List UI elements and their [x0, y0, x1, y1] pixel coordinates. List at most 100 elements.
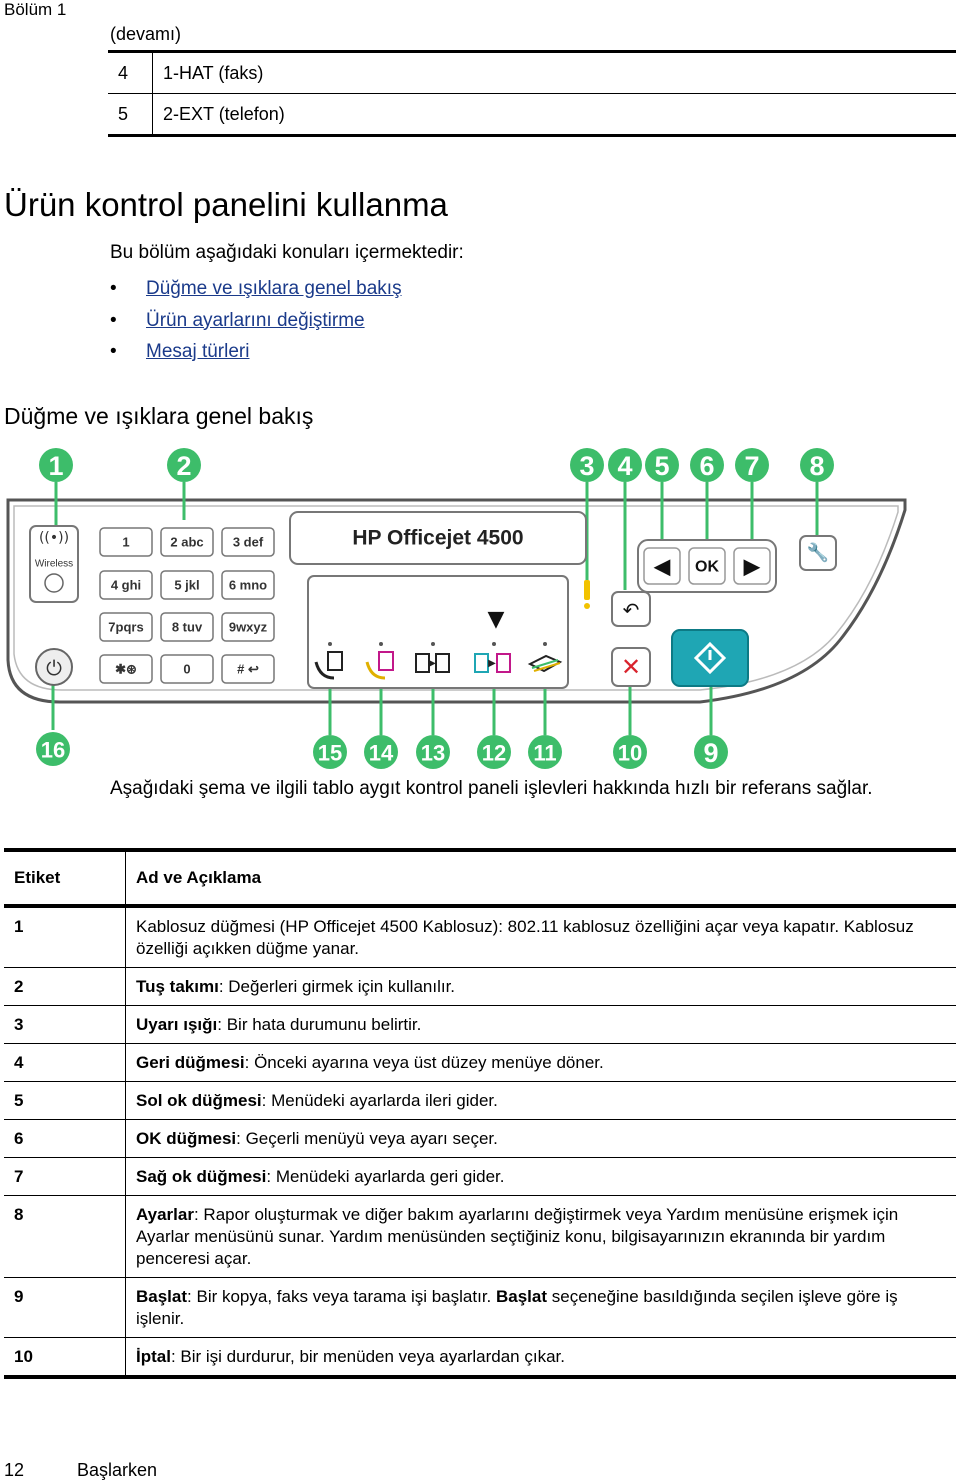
- wireless-icon: ((•)): [39, 530, 69, 546]
- callout-16: [36, 732, 70, 766]
- row-text: : Rapor oluşturmak ve diğer bakım ayarla…: [136, 1205, 899, 1268]
- callout-13: [416, 735, 450, 769]
- key-3[interactable]: [221, 527, 275, 557]
- intro-text: Bu bölüm aşağıdaki konuları içermektedir…: [110, 242, 464, 263]
- callout-14: [364, 735, 398, 769]
- row-text: : Menüdeki ayarlarda geri gider.: [266, 1167, 505, 1186]
- key-7[interactable]: [99, 612, 153, 642]
- product-name-plate: [289, 511, 587, 565]
- connector-table: 4 1-HAT (faks) 5 2-EXT (telefon): [108, 50, 956, 137]
- key-1[interactable]: [99, 527, 153, 557]
- triangle-down-icon: ▼: [488, 607, 505, 632]
- section-title: Ürün kontrol panelini kullanma: [4, 186, 448, 223]
- color-fax-mode-icon[interactable]: [365, 651, 394, 680]
- subsection-title: Düğme ve ışıklara genel bakış: [4, 403, 314, 429]
- key-9[interactable]: [221, 612, 275, 642]
- cancel-x-icon: ✕: [621, 653, 641, 681]
- row-label: 6: [4, 1119, 126, 1158]
- back-button[interactable]: [611, 591, 651, 627]
- footer-chapter-label: Başlarken: [77, 1460, 158, 1480]
- attention-light: [584, 580, 590, 600]
- key-2[interactable]: [160, 527, 214, 557]
- power-button[interactable]: [35, 648, 73, 686]
- settings-button[interactable]: [799, 535, 837, 571]
- row-label: 9: [4, 1277, 126, 1338]
- wireless-led: [44, 573, 64, 593]
- callout-label: 6: [699, 451, 714, 481]
- power-icon: ⏻: [46, 656, 62, 680]
- right-arrow-button[interactable]: [733, 547, 771, 585]
- callout-label: 15: [318, 741, 342, 766]
- table-row: 3 Uyarı ışığı: Bir hata durumunu belirti…: [4, 1005, 957, 1044]
- row-number: 5: [108, 93, 153, 136]
- row-description: Sol ok düğmesi: Menüdeki ayarlarda ileri…: [126, 1082, 957, 1120]
- page-number: 12: [4, 1460, 25, 1480]
- callout-11: [528, 735, 562, 769]
- left-arrow-button[interactable]: [643, 547, 681, 585]
- toc-link-settings[interactable]: Ürün ayarlarını değiştirme: [146, 309, 365, 331]
- svg-text:▶: ▶: [428, 658, 436, 669]
- mode-indicator-dots: [328, 642, 547, 646]
- table-row: 4 1-HAT (faks): [108, 51, 956, 94]
- table-row: 4 Geri düğmesi: Önceki ayarına veya üst …: [4, 1043, 957, 1082]
- lead-paragraph: Aşağıdaki şema ve ilgili tablo aygıt kon…: [110, 778, 873, 799]
- row-description: Uyarı ışığı: Bir hata durumunu belirtir.: [126, 1006, 957, 1044]
- key-star[interactable]: [99, 654, 153, 684]
- row-term: Sol ok düğmesi: [136, 1091, 262, 1110]
- column-header-label: Etiket: [4, 850, 126, 906]
- row-term: Geri düğmesi: [136, 1053, 245, 1072]
- copy-mode-icon[interactable]: ▶: [415, 653, 450, 673]
- callout-label: 14: [369, 741, 394, 766]
- toc-item: •Mesaj türleri: [110, 341, 402, 373]
- fax-mode-icon[interactable]: [314, 651, 343, 680]
- wireless-button[interactable]: [29, 525, 79, 603]
- scan-mode-icon[interactable]: [527, 654, 563, 673]
- row-description: Geri düğmesi: Önceki ayarına veya üst dü…: [126, 1044, 957, 1082]
- color-copy-mode-icon[interactable]: ▶: [474, 653, 511, 673]
- key-label: 8 tuv: [172, 620, 203, 635]
- start-diamond-icon: [693, 641, 727, 675]
- wrench-icon: 🔧: [807, 542, 829, 564]
- callout-label: 16: [41, 738, 65, 763]
- row-description: OK düğmesi: Geçerli menüyü veya ayarı se…: [126, 1120, 957, 1158]
- key-label: 5 jkl: [174, 578, 199, 593]
- row-description: İptal: Bir işi durdurur, bir menüden vey…: [126, 1338, 957, 1378]
- key-5[interactable]: [160, 570, 214, 600]
- row-description: Ayarlar: Rapor oluşturmak ve diğer bakım…: [126, 1196, 957, 1278]
- key-label: 3 def: [233, 535, 264, 550]
- key-hash[interactable]: [221, 654, 275, 684]
- key-label: 2 abc: [170, 535, 203, 550]
- toc-link-overview[interactable]: Düğme ve ışıklara genel bakış: [146, 278, 402, 299]
- chapter-label: Bölüm 1: [4, 0, 67, 19]
- callout-label: 12: [482, 741, 506, 766]
- callout-4: [608, 448, 642, 482]
- key-label: 7pqrs: [108, 620, 143, 635]
- left-arrow-icon: ◀: [654, 555, 671, 580]
- table-row: 1 Kablosuz düğmesi (HP Officejet 4500 Ka…: [4, 906, 956, 968]
- callout-label: 2: [176, 451, 191, 481]
- key-4[interactable]: [99, 570, 153, 600]
- column-header-description: Ad ve Açıklama: [136, 868, 262, 887]
- toc-link-messages[interactable]: Mesaj türleri: [146, 341, 250, 362]
- row-term-2: Başlat: [496, 1287, 548, 1306]
- bullet: •: [110, 309, 117, 331]
- panel-inner-outline: [13, 505, 899, 691]
- key-6[interactable]: [221, 570, 275, 600]
- callouts-top: 1 2 3 4 5 6 7 8: [39, 448, 834, 482]
- row-text-2: seçeneğine basıldığında seçilen işleve g…: [136, 1287, 898, 1328]
- row-term: OK düğmesi: [136, 1129, 237, 1148]
- control-panel-reference-table: Etiket Ad ve Açıklama 1 Kablosuz düğmesi…: [4, 848, 956, 1379]
- toc-list: •Düğme ve ışıklara genel bakış •Ürün aya…: [110, 278, 402, 373]
- table-header-row: Etiket Ad ve Açıklama: [4, 850, 956, 906]
- table-row: 7 Sağ ok düğmesi: Menüdeki ayarlarda ger…: [4, 1157, 956, 1196]
- row-description: Başlat: Bir kopya, faks veya tarama işi …: [126, 1278, 957, 1338]
- key-8[interactable]: [160, 612, 214, 642]
- cancel-button[interactable]: [611, 647, 651, 687]
- attention-light-dot: [584, 603, 590, 609]
- key-0[interactable]: [160, 654, 214, 684]
- ok-button[interactable]: [688, 547, 726, 585]
- callout-label: 13: [421, 741, 445, 766]
- callout-9: [694, 735, 728, 769]
- callout-label: 10: [618, 741, 642, 766]
- back-arrow-icon: ↶: [623, 598, 640, 622]
